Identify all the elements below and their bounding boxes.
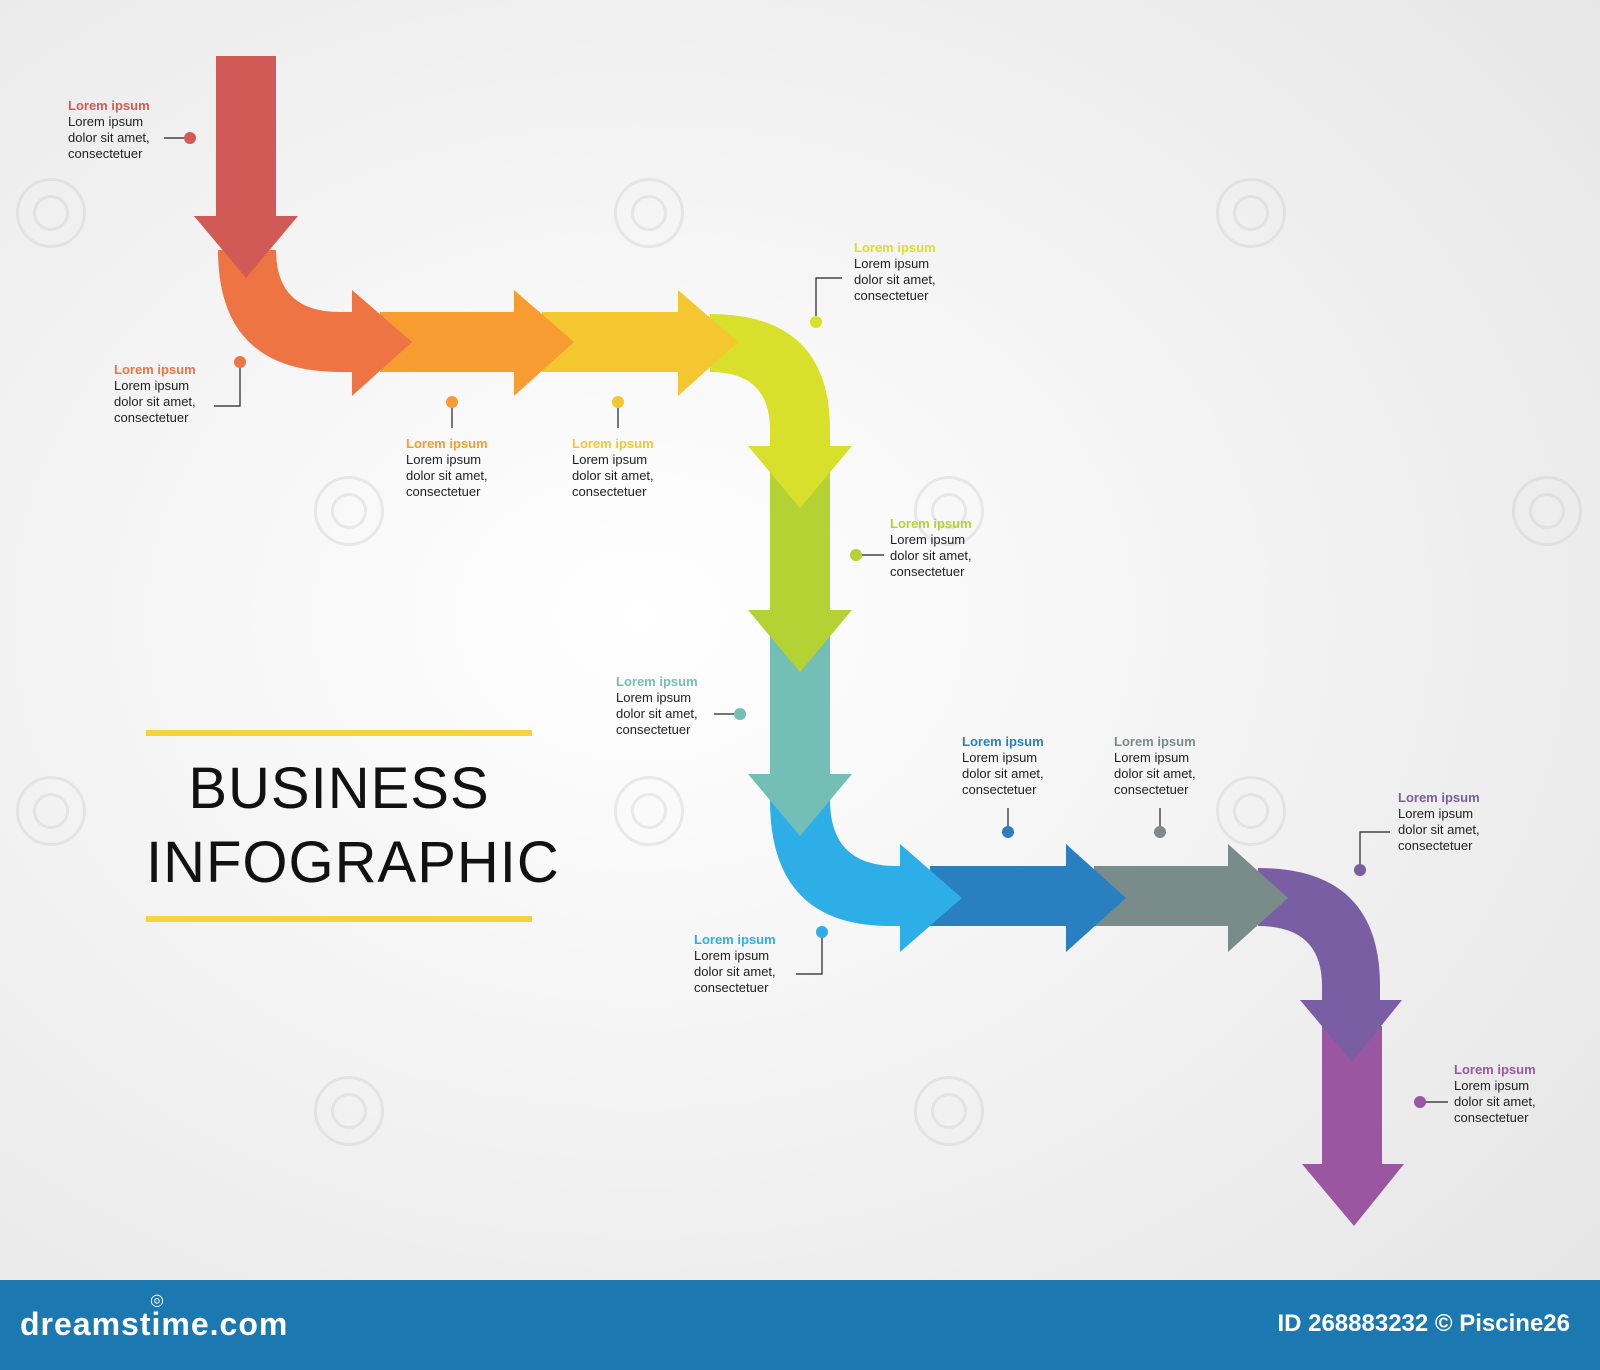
title-line-1: BUSINESS [188,756,490,821]
step-text: Lorem ipsum dolor sit amet, consectetuer [1114,750,1196,797]
step-heading: Lorem ipsum [1398,790,1480,805]
step-text: Lorem ipsum dolor sit amet, consectetuer [890,532,972,579]
step-heading: Lorem ipsum [114,362,196,377]
step-text: Lorem ipsum dolor sit amet, consectetuer [1398,806,1480,853]
step-heading: Lorem ipsum [1454,1062,1536,1077]
step-heading: Lorem ipsum [616,674,698,689]
leader-dot-9 [1002,826,1014,838]
leader-line-11 [1359,831,1390,868]
step-label-12: Lorem ipsum Lorem ipsum dolor sit amet, … [1454,1062,1536,1126]
watermark-icon [1512,476,1582,546]
step-label-9: Lorem ipsum Lorem ipsum dolor sit amet, … [962,734,1044,798]
step-text: Lorem ipsum dolor sit amet, consectetuer [962,750,1044,797]
step-label-3: Lorem ipsum Lorem ipsum dolor sit amet, … [406,436,488,500]
step-heading: Lorem ipsum [68,98,150,113]
spiral-logo-icon: ◎ [150,1292,164,1309]
step-arrow-11 [1258,868,1402,1062]
step-label-8: Lorem ipsum Lorem ipsum dolor sit amet, … [694,932,776,996]
leader-dot-5 [810,316,822,328]
step-arrow-3 [380,290,574,396]
step-heading: Lorem ipsum [572,436,654,451]
step-label-4: Lorem ipsum Lorem ipsum dolor sit amet, … [572,436,654,500]
leader-dot-10 [1154,826,1166,838]
brand-logo[interactable]: dreamstime.com [20,1306,289,1342]
step-text: Lorem ipsum dolor sit amet, consectetuer [616,690,698,737]
step-arrow-1 [194,56,298,278]
step-text: Lorem ipsum dolor sit amet, consectetuer [406,452,488,499]
leader-line-5 [815,277,842,320]
step-text: Lorem ipsum dolor sit amet, consectetuer [1454,1078,1536,1125]
watermark-icon [16,776,86,846]
step-label-6: Lorem ipsum Lorem ipsum dolor sit amet, … [890,516,972,580]
leader-dot-7 [734,708,746,720]
watermark-icon [614,776,684,846]
leader-line-8 [796,934,823,975]
leader-dot-3 [446,396,458,408]
step-heading: Lorem ipsum [854,240,936,255]
step-text: Lorem ipsum dolor sit amet, consectetuer [114,378,196,425]
step-arrow-4 [542,290,738,396]
step-arrow-7 [748,634,852,836]
leader-dot-8 [816,926,828,938]
watermark-icon [314,476,384,546]
title-line-2: INFOGRAPHIC [146,830,560,895]
leader-dot-12 [1414,1096,1426,1108]
step-label-7: Lorem ipsum Lorem ipsum dolor sit amet, … [616,674,698,738]
step-arrow-8 [770,800,962,952]
step-text: Lorem ipsum dolor sit amet, consectetuer [572,452,654,499]
leader-dot-11 [1354,864,1366,876]
watermark-icon [914,1076,984,1146]
leader-dot-2 [234,356,246,368]
footer-bar: dreamstime.com ◎ ID 268883232 © Piscine2… [0,1280,1600,1370]
watermark-icon [16,178,86,248]
step-arrow-9 [930,844,1126,952]
step-label-2: Lorem ipsum Lorem ipsum dolor sit amet, … [114,362,196,426]
step-text: Lorem ipsum dolor sit amet, consectetuer [854,256,936,303]
step-text: Lorem ipsum dolor sit amet, consectetuer [68,114,150,161]
title-bottom-bar [146,916,532,922]
step-heading: Lorem ipsum [406,436,488,451]
title-top-bar [146,730,532,736]
step-arrow-5 [710,314,852,508]
leader-dot-4 [612,396,624,408]
watermark-icon [314,1076,384,1146]
step-label-5: Lorem ipsum Lorem ipsum dolor sit amet, … [854,240,936,304]
arrow-path-diagram [164,56,1448,1226]
step-heading: Lorem ipsum [962,734,1044,749]
step-arrow-10 [1094,844,1288,952]
step-heading: Lorem ipsum [890,516,972,531]
step-arrow-12 [1302,1026,1404,1226]
image-credit: ID 268883232 © Piscine26 [1277,1310,1570,1337]
leader-dot-1 [184,132,196,144]
watermark-icon [914,476,984,546]
leader-line-2 [214,364,241,407]
step-arrow-6 [748,470,852,672]
step-heading: Lorem ipsum [694,932,776,947]
watermark-icon [1216,178,1286,248]
step-heading: Lorem ipsum [1114,734,1196,749]
watermark-icon [614,178,684,248]
step-label-1: Lorem ipsum Lorem ipsum dolor sit amet, … [68,98,150,162]
leader-dot-6 [850,549,862,561]
watermark-icon [1216,776,1286,846]
step-label-10: Lorem ipsum Lorem ipsum dolor sit amet, … [1114,734,1196,798]
step-label-11: Lorem ipsum Lorem ipsum dolor sit amet, … [1398,790,1480,854]
step-text: Lorem ipsum dolor sit amet, consectetuer [694,948,776,995]
step-arrow-2 [218,250,412,396]
title-block: BUSINESS INFOGRAPHIC [146,730,560,922]
